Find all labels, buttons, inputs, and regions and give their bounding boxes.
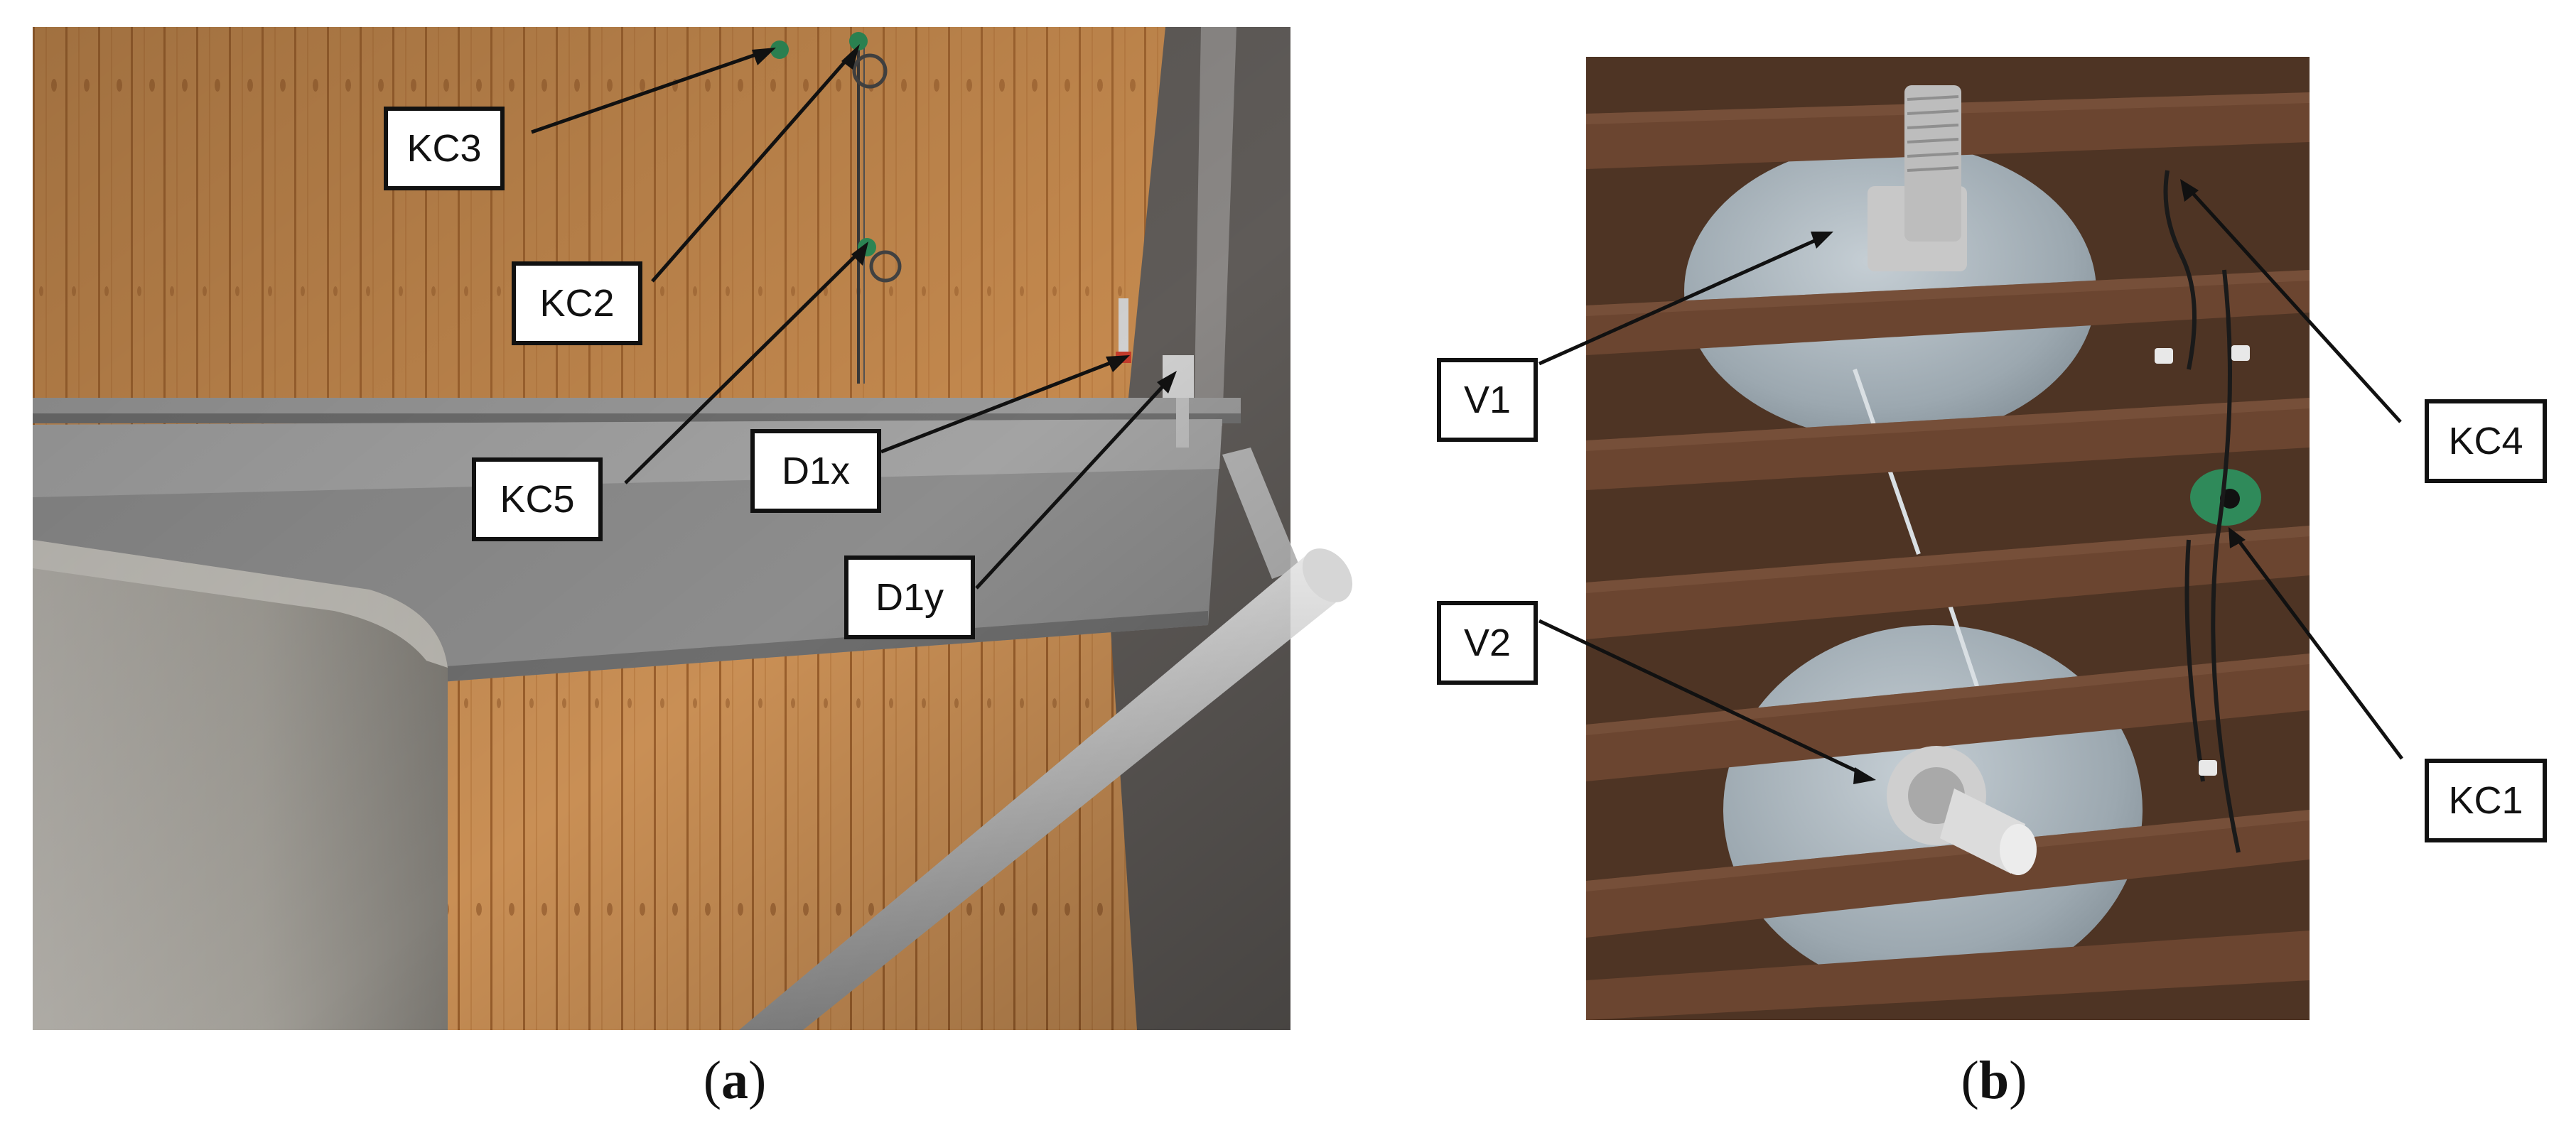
caption-a: (a) <box>703 1051 767 1110</box>
panel-b-arrowheads <box>1811 179 2246 784</box>
label-kc3: KC3 <box>384 107 505 190</box>
label-d1x: D1x <box>750 429 881 513</box>
panel-a-arrows <box>531 50 1167 590</box>
label-kc1: KC1 <box>2425 759 2547 842</box>
label-kc4: KC4 <box>2425 399 2547 483</box>
label-d1y: D1y <box>844 555 975 639</box>
panel-a-scene <box>33 27 1353 1030</box>
label-kc5: KC5 <box>472 457 603 541</box>
label-v1: V1 <box>1437 358 1538 442</box>
label-v2: V2 <box>1437 601 1538 685</box>
panel-b-scene <box>1586 57 2310 1020</box>
panel-b-arrows <box>1538 189 2404 775</box>
label-kc2: KC2 <box>512 261 642 345</box>
panel-a-arrowheads <box>752 44 1177 394</box>
caption-b: (b) <box>1961 1051 2027 1110</box>
